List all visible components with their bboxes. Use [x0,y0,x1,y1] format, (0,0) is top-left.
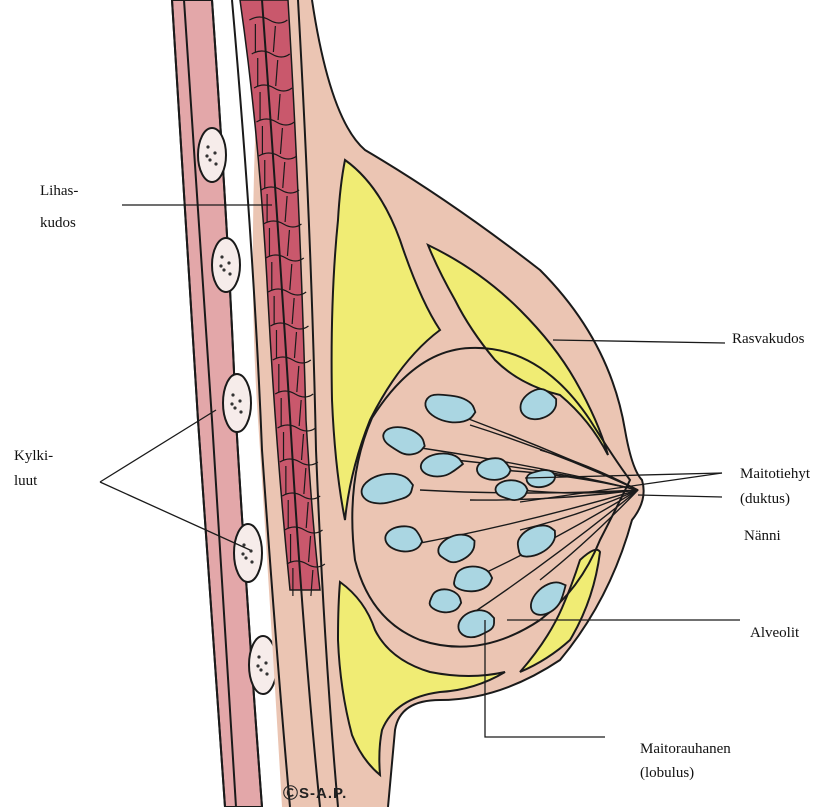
label-kylkiluut-line1: Kylki- [14,447,53,466]
label-kylkiluut-line2: luut [14,472,37,491]
rib-dot [206,145,209,148]
rib-dot [219,264,222,267]
rib-dot [214,162,217,165]
rib-dot [208,158,211,161]
label-nanni: Nänni [744,527,781,546]
label-alveolit: Alveolit [750,624,799,643]
rib-dot [250,560,253,563]
signature-text: S-A.P. [299,785,347,802]
rib [212,238,240,292]
leader-line [100,410,216,482]
rib [198,128,226,182]
label-maitorauhanen-line1: Maitorauhanen [640,740,731,759]
label-maitotiehyt-line1: Maitotiehyt [740,465,810,484]
rib-dot [220,255,223,258]
author-signature: ⒸS-A.P. [283,782,347,803]
rib-dot [265,672,268,675]
copyright-icon: Ⓒ [283,785,299,802]
rib-dot [244,556,247,559]
rib-dot [222,268,225,271]
rib-dot [257,655,260,658]
rib [223,374,251,432]
rib-dot [228,272,231,275]
rib-dot [241,552,244,555]
label-lihaskudos-line1: Lihas- [40,182,78,201]
rib-dot [239,410,242,413]
rib-dot [230,402,233,405]
lobule [454,566,492,591]
rib-dot [227,261,230,264]
rib-dot [205,154,208,157]
rib-dot [213,151,216,154]
label-rasvakudos: Rasvakudos [732,330,805,349]
rib-dot [231,393,234,396]
lobule [477,458,511,480]
label-maitorauhanen-line2: (lobulus) [640,764,694,783]
rib-dot [233,406,236,409]
leader-line [638,495,722,497]
rib-dot [264,661,267,664]
rib [234,524,262,582]
label-lihaskudos-line2: kudos [40,214,76,233]
rib-dot [238,399,241,402]
rib-dot [256,664,259,667]
rib-dot [259,668,262,671]
label-maitotiehyt-line2: (duktus) [740,490,790,509]
